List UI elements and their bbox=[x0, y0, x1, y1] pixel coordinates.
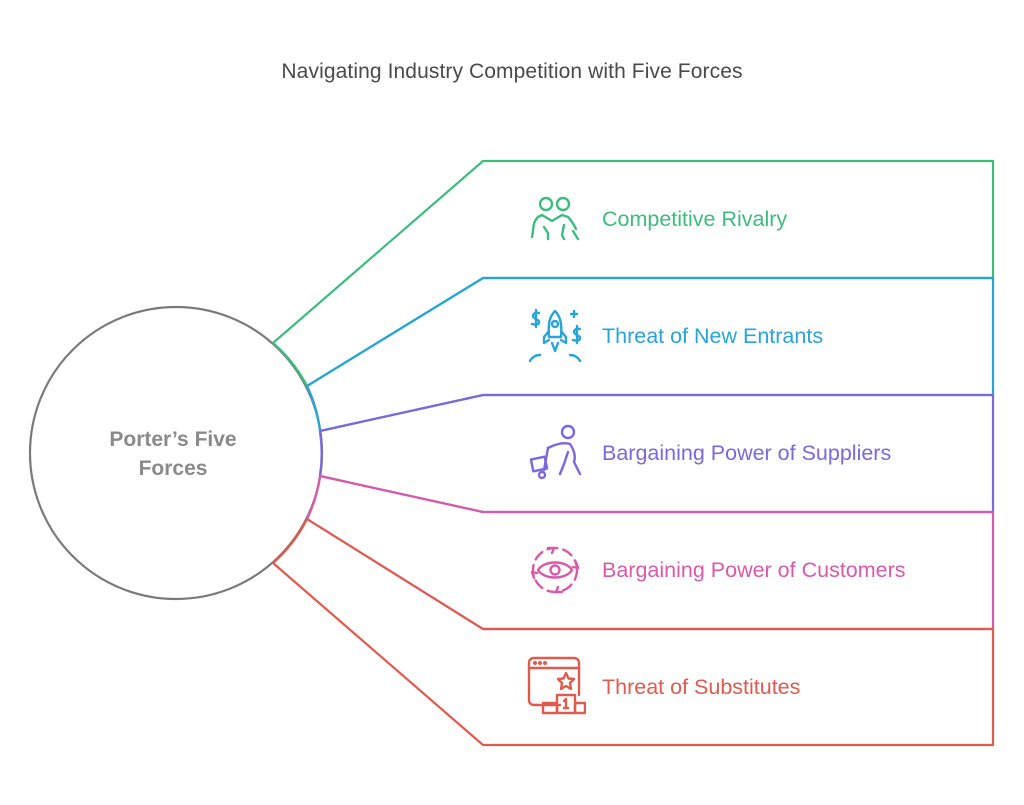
force-band-new-entrants bbox=[306, 276, 995, 433]
circle-arc-competitive-rivalry bbox=[272, 342, 309, 387]
two-people-icon bbox=[530, 196, 580, 241]
force-band-customers bbox=[306, 474, 995, 631]
circle-arc-suppliers bbox=[318, 430, 323, 477]
center-label-line2: Forces bbox=[139, 457, 208, 480]
circle-arc-substitutes bbox=[272, 518, 309, 564]
eye-cycle-icon bbox=[530, 546, 580, 594]
rocket-dollar-icon bbox=[528, 308, 582, 363]
diagram-title: Navigating Industry Competition with Fiv… bbox=[281, 60, 743, 83]
force-label-competitive-rivalry: Competitive Rivalry bbox=[602, 207, 788, 231]
force-band-competitive-rivalry bbox=[272, 159, 995, 387]
force-label-suppliers: Bargaining Power of Suppliers bbox=[602, 441, 892, 465]
browser-podium-star-icon bbox=[527, 656, 586, 715]
center-label-line1: Porter’s Five bbox=[109, 428, 236, 451]
force-label-customers: Bargaining Power of Customers bbox=[602, 558, 906, 582]
person-pushing-cart-icon bbox=[529, 424, 582, 480]
force-band-substitutes bbox=[272, 518, 995, 747]
force-label-new-entrants: Threat of New Entrants bbox=[602, 324, 824, 348]
center-circle bbox=[28, 305, 324, 601]
circle-arc-new-entrants bbox=[305, 385, 322, 432]
force-label-substitutes: Threat of Substitutes bbox=[602, 675, 801, 699]
circle-arc-customers bbox=[305, 475, 322, 520]
